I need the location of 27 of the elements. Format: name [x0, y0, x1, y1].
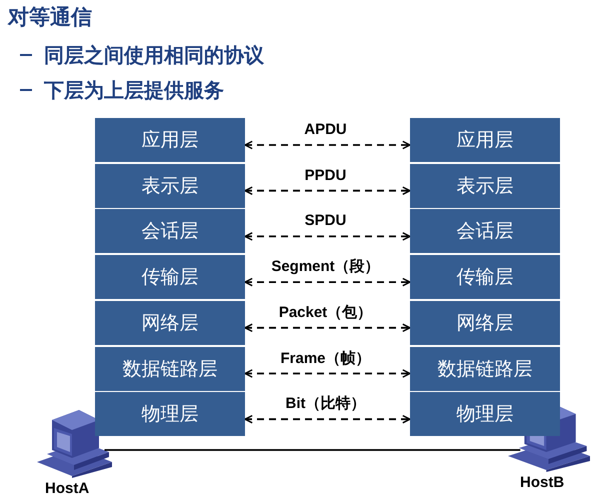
layer-box: 物理层: [95, 392, 245, 436]
dashed-arrow: [244, 140, 411, 150]
layer-box: 网络层: [95, 300, 245, 345]
layer-box: 数据链路层: [95, 346, 245, 390]
layer-box: 应用层: [410, 118, 560, 162]
layer-box: 会话层: [410, 209, 560, 254]
dashed-arrow: [244, 323, 411, 332]
layer-box: 传输层: [410, 255, 560, 300]
layer-box: 表示层: [95, 164, 245, 208]
bullet-text: 下层为上层提供服务: [44, 77, 224, 104]
title: 对等通信: [8, 4, 92, 31]
layer-box: 传输层: [95, 255, 245, 300]
layer-box: 会话层: [95, 209, 245, 254]
layer-box: 数据链路层: [410, 346, 560, 390]
dashed-arrow: [244, 278, 411, 286]
connection-line: [104, 449, 520, 451]
layer-box: 物理层: [410, 392, 560, 436]
dashed-arrow: [244, 369, 411, 378]
bullet-text: 同层之间使用相同的协议: [44, 42, 264, 69]
dashed-arrow: [244, 414, 411, 424]
layer-box: 网络层: [410, 300, 560, 345]
layer-box: 应用层: [95, 118, 245, 162]
dashed-arrow: [244, 186, 411, 196]
host-label: HostB: [520, 474, 564, 491]
dashed-arrow: [244, 232, 411, 241]
host-label: HostA: [45, 480, 90, 497]
layer-box: 表示层: [410, 164, 560, 208]
